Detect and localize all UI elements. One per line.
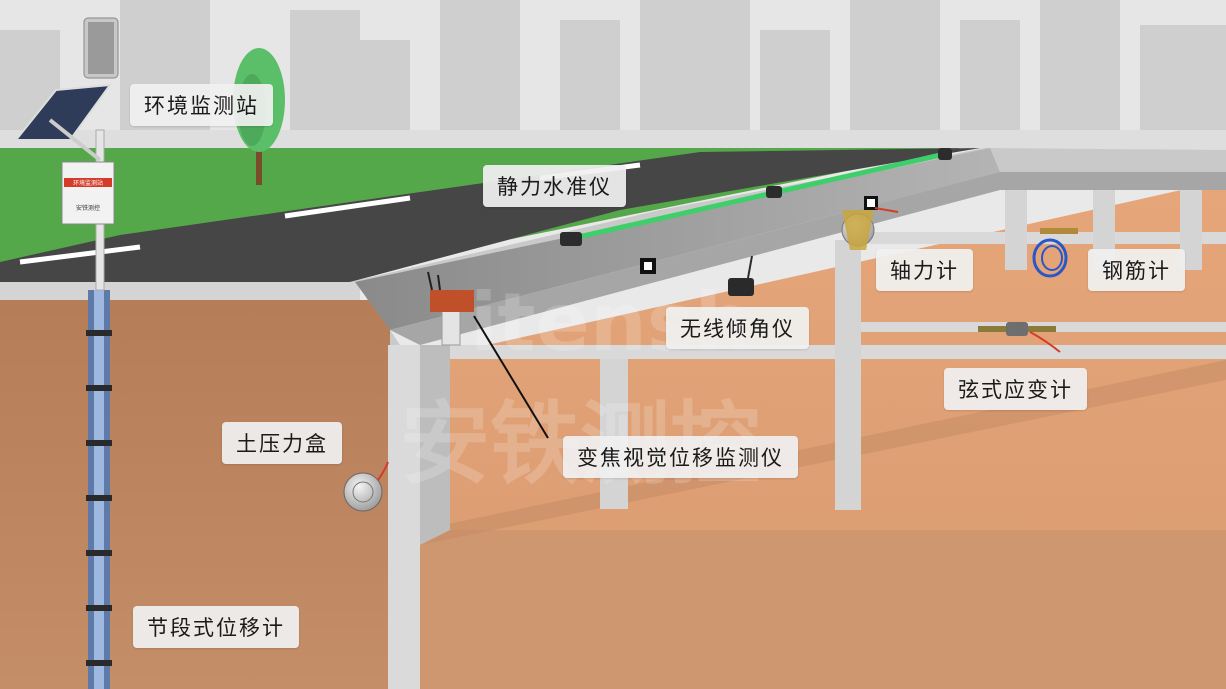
label-axial-force: 轴力计: [876, 249, 973, 291]
label-static-level: 静力水准仪: [483, 165, 626, 207]
label-rebar-meter: 钢筋计: [1088, 249, 1185, 291]
station-box: [62, 162, 114, 224]
slab-edge: [0, 282, 360, 300]
label-soil-pressure: 土压力盒: [222, 422, 342, 464]
label-zoom-vision: 变焦视觉位移监测仪: [563, 436, 798, 478]
pit-floor: [420, 530, 1226, 689]
segment-pipe-core: [94, 290, 104, 689]
label-wireless-tilt: 无线倾角仪: [666, 307, 809, 349]
label-segment-disp: 节段式位移计: [133, 606, 299, 648]
skyline-base: [0, 130, 1226, 150]
label-strain-gauge: 弦式应变计: [944, 368, 1087, 410]
city-skyline: [0, 0, 1226, 150]
station-logo: 安铁测控: [76, 204, 100, 212]
station-banner: 环境监测站: [73, 179, 103, 187]
label-env-station: 环境监测站: [130, 84, 273, 126]
